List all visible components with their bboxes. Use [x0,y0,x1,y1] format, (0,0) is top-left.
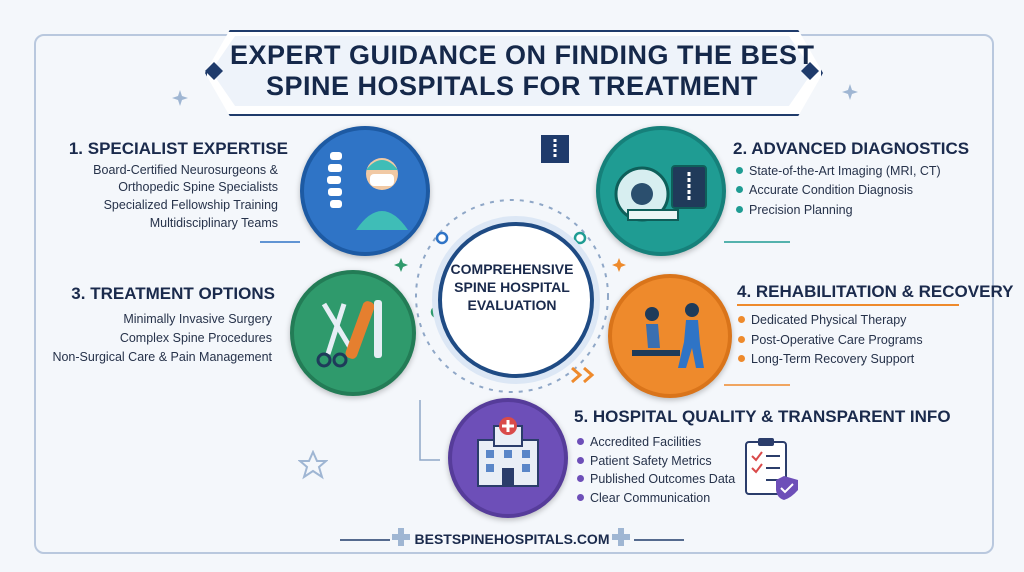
center-line-2: SPINE HOSPITAL [454,279,570,295]
list-item: Accredited Facilities [577,435,701,449]
title-line-1: EXPERT GUIDANCE ON FINDING THE BEST [230,40,815,70]
center-line-1: COMPREHENSIVE [450,261,574,277]
sparkle-icon [842,84,858,100]
list-item: Non-Surgical Care & Pain Management [52,350,272,364]
surgical-tools-icon [316,300,382,368]
bullet-icon [736,206,743,214]
spine-scan-icon [541,135,569,163]
bullet-icon [738,336,745,344]
rehabilitation-heading: 4. REHABILITATION & RECOVERY [737,282,1014,301]
title-banner [211,36,813,106]
center-line-3: EVALUATION [467,297,557,313]
bullet-icon [577,494,584,502]
bullet-icon [738,316,745,324]
footer-url: BESTSPINEHOSPITALS.COM [414,531,610,547]
treatment-options-circle [290,270,416,396]
list-item: Published Outcomes Data [577,472,735,486]
specialist-expertise-circle [300,126,430,256]
bullet-icon [736,167,743,175]
medical-cross-icon [612,528,630,546]
list-item: Clear Communication [577,491,710,505]
bullet-icon [738,355,745,363]
clipboard-icon [745,438,798,500]
sparkle-icon [394,258,408,272]
bullet-icon [736,186,743,194]
list-item: State-of-the-Art Imaging (MRI, CT) [736,164,941,178]
list-item: Dedicated Physical Therapy [738,313,906,327]
hospital-quality-circle [448,398,568,518]
specialist-expertise-heading: 1. SPECIALIST EXPERTISE [68,139,288,158]
list-item: Orthopedic Spine Specialists [118,180,278,194]
bullet-icon [577,457,584,465]
bullet-icon [577,438,584,446]
list-item: Specialized Fellowship Training [103,198,278,212]
center-label: COMPREHENSIVE SPINE HOSPITAL EVALUATION [444,260,580,314]
list-item: Patient Safety Metrics [577,454,712,468]
sparkle-icon [172,90,188,106]
list-item: Accurate Condition Diagnosis [736,183,913,197]
center-circle [438,222,594,378]
list-item: Board-Certified Neurosurgeons & [93,163,278,177]
bullet-icon [577,475,584,483]
list-item: Precision Planning [736,203,853,217]
list-item: Multidisciplinary Teams [149,216,278,230]
diamond-icon [801,62,819,80]
hospital-icon [477,417,539,487]
list-item: Complex Spine Procedures [119,331,272,345]
physical-therapy-icon [632,303,704,368]
advanced-diagnostics-heading: 2. ADVANCED DIAGNOSTICS [733,139,970,158]
divider [737,304,959,306]
sparkle-icon [612,258,626,272]
rehabilitation-circle [608,274,732,398]
medical-cross-icon [392,528,410,546]
advanced-diagnostics-circle [596,126,726,256]
hospital-quality-heading: 5. HOSPITAL QUALITY & TRANSPARENT INFO [574,407,951,426]
diamond-icon [205,62,223,80]
mri-scanner-icon [614,165,707,222]
treatment-options-heading: 3. TREATMENT OPTIONS [71,284,275,303]
list-item: Post-Operative Care Programs [738,333,923,347]
list-item: Minimally Invasive Surgery [123,312,272,326]
surgeon-icon [327,152,408,230]
title-line-2: SPINE HOSPITALS FOR TREATMENT [265,71,758,101]
list-item: Long-Term Recovery Support [738,352,914,366]
page-title: EXPERT GUIDANCE ON FINDING THE BEST SPIN… [230,40,815,102]
chevrons-icon [571,366,595,384]
star-icon [298,450,328,480]
